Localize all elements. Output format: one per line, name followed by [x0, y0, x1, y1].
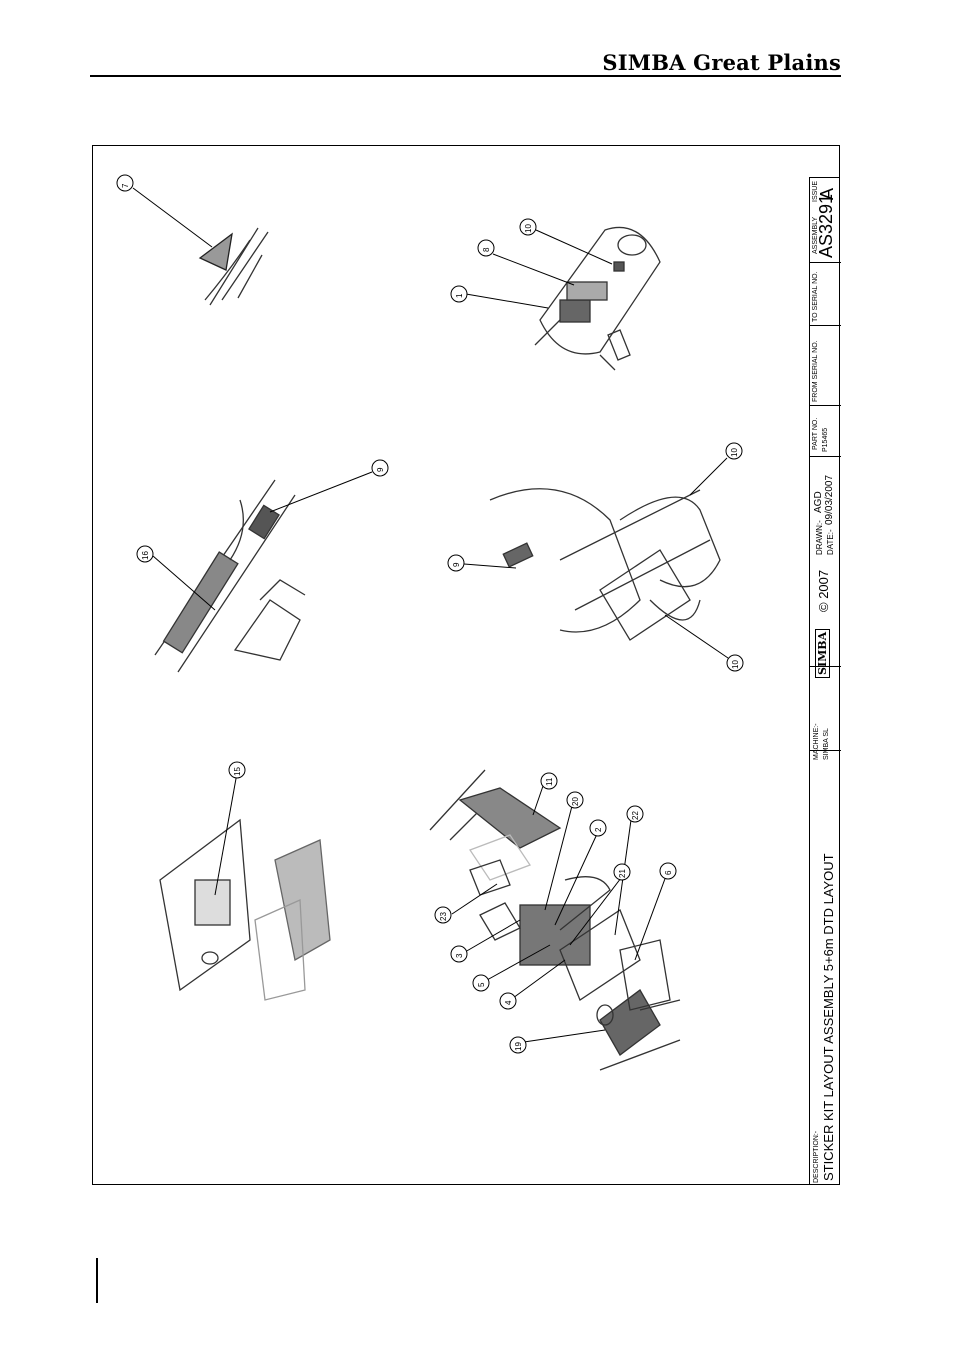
- callout-21: 21: [618, 869, 627, 878]
- callout-6: 6: [664, 871, 673, 875]
- assembly-value: AS3291: [816, 194, 837, 258]
- description-value: STICKER KIT LAYOUT ASSEMBLY 5+6m DTD LAY…: [821, 853, 836, 1181]
- callout-19: 19: [514, 1042, 523, 1051]
- callout-16: 16: [141, 551, 150, 560]
- page-margin-bar: [96, 1258, 98, 1303]
- callout-10: 10: [524, 224, 533, 233]
- view-triangle-sticker: [200, 228, 268, 305]
- copyright: © 2007: [816, 570, 831, 612]
- view-plate-stickers: [535, 227, 660, 370]
- callout-10c: 10: [731, 660, 740, 669]
- part-no-label: PART NO.: [812, 418, 819, 450]
- callout-1: 1: [455, 294, 464, 298]
- machine-value: SIMBA SL: [823, 728, 830, 760]
- callout-3: 3: [455, 954, 464, 958]
- from-serial-label: FROM SERIAL NO.: [812, 340, 819, 402]
- date-label: DATE:-: [826, 529, 835, 555]
- description-label: DESCRIPTION:-: [813, 1131, 820, 1183]
- callout-4: 4: [504, 1001, 513, 1005]
- callout-8: 8: [482, 248, 491, 252]
- callout-2: 2: [594, 828, 603, 832]
- callout-22: 22: [631, 811, 640, 820]
- machine-label: MACHINE:-: [813, 723, 820, 760]
- callout-7: 7: [121, 184, 130, 188]
- view-beam-sticker: [155, 480, 305, 672]
- drawn-label: DRAWN:-: [815, 520, 824, 555]
- callout-5: 5: [477, 983, 486, 987]
- to-serial-label: TO SERIAL NO.: [812, 271, 819, 322]
- callout-11: 11: [545, 778, 554, 786]
- drawn-value: AGD: [813, 491, 824, 513]
- callout-20: 20: [571, 797, 580, 806]
- callout-15: 15: [233, 767, 242, 776]
- callout-23: 23: [439, 912, 448, 921]
- view-hitch-mechanism: [490, 489, 720, 640]
- view-bracket: [160, 820, 330, 1000]
- simba-logo: SIMBA: [815, 629, 830, 678]
- callout-10b: 10: [730, 448, 739, 457]
- callout-9b: 9: [452, 563, 461, 567]
- part-no-value: P15465: [822, 428, 829, 452]
- callout-9: 9: [376, 468, 385, 472]
- date-value: 09/03/2007: [824, 475, 835, 525]
